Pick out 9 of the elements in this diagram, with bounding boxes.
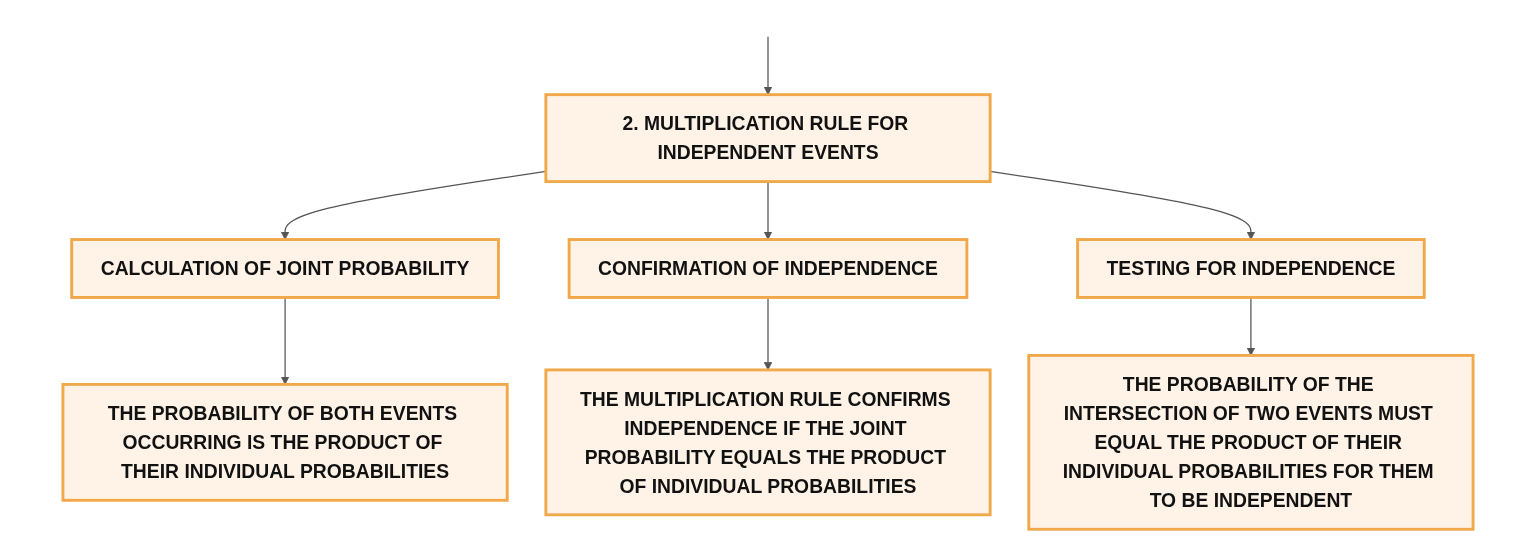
node-box: CALCULATION OF JOINT PROBABILITY	[69, 238, 500, 299]
node-box: THE MULTIPLICATION RULE CONFIRMS INDEPENDENCE IF THE JOINT PROBABILITY EQUALS THE PRODUCT OF INDIVIDUAL PROBABILITIES	[543, 368, 992, 517]
node-box: THE PROBABILITY OF THE INTERSECTION OF TWO EVENTS MUST EQUAL THE PRODUCT OF THEIR INDIVIDUAL PROBABILITIES FOR THEM TO BE INDEPENDENT	[1026, 353, 1474, 531]
node-box: 2. MULTIPLICATION RULE FOR INDEPENDENT EVENTS	[543, 93, 992, 184]
node-box: CONFIRMATION OF INDEPENDENCE	[567, 238, 968, 299]
node-box: THE PROBABILITY OF BOTH EVENTS OCCURRING IS THE PRODUCT OF THEIR INDIVIDUAL PROBABILITIES	[61, 382, 509, 502]
node-box: TESTING FOR INDEPENDENCE	[1075, 238, 1426, 299]
arrow	[280, 170, 546, 240]
arrow	[989, 170, 1255, 240]
